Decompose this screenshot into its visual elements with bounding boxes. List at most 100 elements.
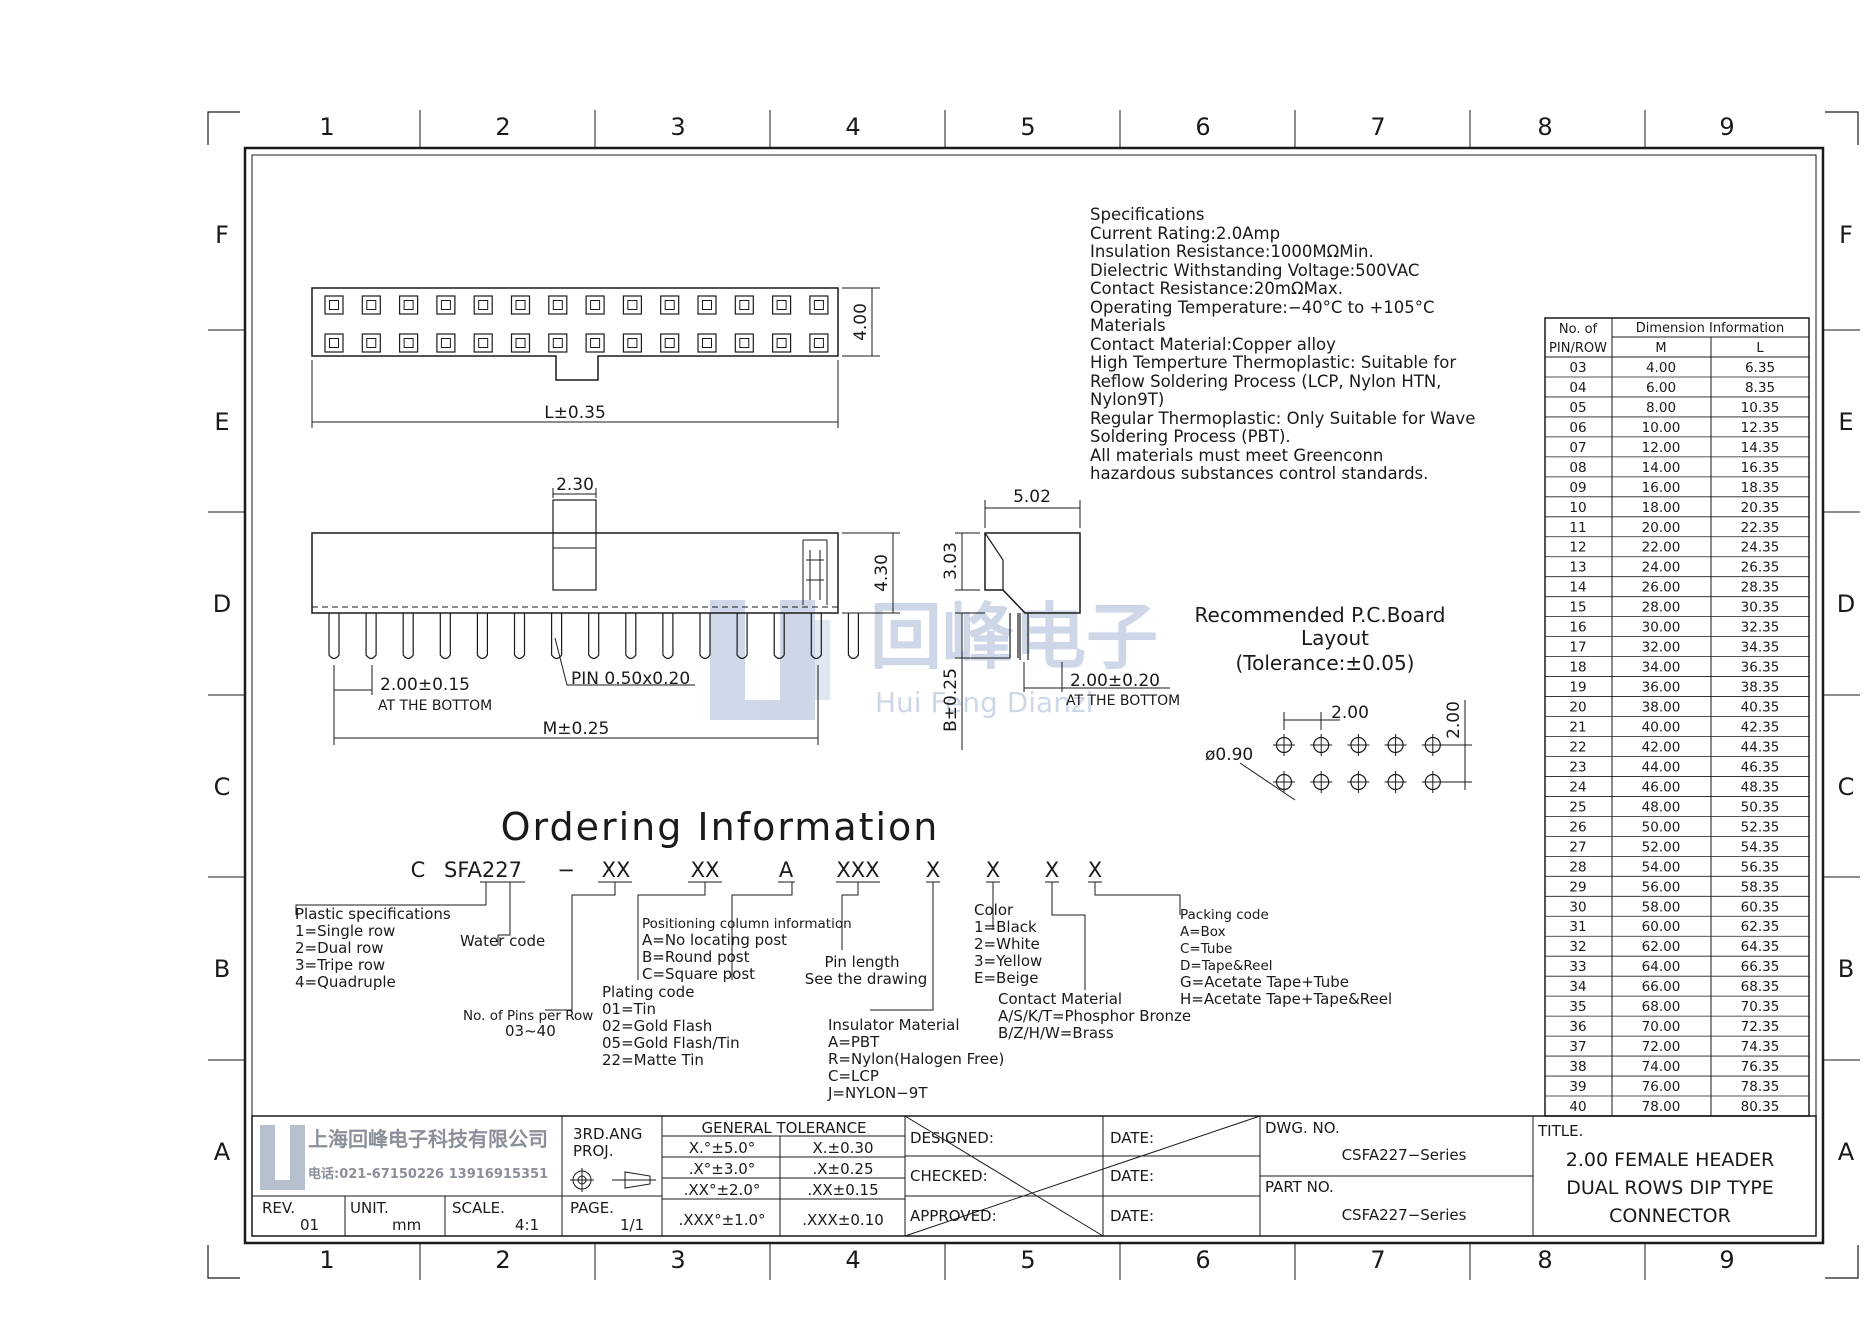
contact-square-icon bbox=[734, 295, 754, 315]
watermark: 回峰电子 Hui Feng Dianzi bbox=[710, 595, 1158, 720]
row-label: C bbox=[1838, 773, 1855, 801]
table-cell: 30.35 bbox=[1741, 600, 1780, 616]
table-cell: 18.35 bbox=[1741, 480, 1780, 496]
code-part: SFA227 bbox=[444, 858, 522, 882]
spec-line: Reflow Soldering Process (LCP, Nylon HTN… bbox=[1090, 372, 1441, 391]
table-cell: 29 bbox=[1569, 879, 1586, 895]
table-header-pins: No. of bbox=[1559, 322, 1598, 337]
table-cell: 30.00 bbox=[1642, 620, 1681, 636]
pin bbox=[736, 613, 748, 660]
row-label: E bbox=[1838, 408, 1853, 436]
watermark-en: Hui Feng Dianzi bbox=[875, 686, 1093, 719]
spec-line: Materials bbox=[1090, 316, 1166, 335]
table-cell: 70.35 bbox=[1741, 999, 1780, 1015]
dim-peg-width: 2.30 bbox=[556, 475, 594, 495]
table-cell: 36.00 bbox=[1642, 680, 1681, 696]
table-cell: 18 bbox=[1569, 660, 1586, 676]
table-cell: 36.35 bbox=[1741, 660, 1780, 676]
contact-array bbox=[324, 295, 829, 353]
table-cell: 21 bbox=[1569, 720, 1586, 736]
table-cell: 62.35 bbox=[1741, 919, 1780, 935]
pin bbox=[439, 613, 451, 660]
title-label: TITLE. bbox=[1537, 1122, 1583, 1140]
contact-square-icon bbox=[622, 295, 643, 315]
table-cell: 33 bbox=[1569, 959, 1586, 975]
row-label: B bbox=[214, 955, 230, 983]
table-cell: 42.35 bbox=[1741, 720, 1780, 736]
drawing-title: DUAL ROWS DIP TYPE bbox=[1566, 1177, 1774, 1199]
col-label: 9 bbox=[1719, 1246, 1734, 1274]
drawing-title: 2.00 FEMALE HEADER bbox=[1566, 1149, 1774, 1171]
tolerance-cell: .X±0.25 bbox=[812, 1160, 873, 1178]
col-label: 4 bbox=[845, 113, 860, 141]
table-cell: 48.00 bbox=[1642, 799, 1681, 815]
plastic-spec: Plastic specifications bbox=[295, 905, 451, 923]
table-cell: 28 bbox=[1569, 859, 1586, 875]
insulator-material: A=PBT bbox=[828, 1033, 880, 1051]
dim-body-height: 4.30 bbox=[872, 554, 892, 592]
dim-length: L±0.35 bbox=[544, 403, 606, 423]
row-label: F bbox=[1839, 221, 1853, 249]
spec-line: Operating Temperature:−40°C to +105°C bbox=[1090, 298, 1435, 317]
checked-label: CHECKED: bbox=[910, 1167, 988, 1185]
packing-code: A=Box bbox=[1180, 924, 1226, 940]
table-cell: 4.00 bbox=[1646, 360, 1676, 376]
pin bbox=[365, 613, 377, 660]
contact-material: B/Z/H/W=Brass bbox=[998, 1024, 1114, 1042]
color-code: 3=Yellow bbox=[974, 952, 1042, 970]
table-cell: 66.00 bbox=[1642, 979, 1681, 995]
table-cell: 60.00 bbox=[1642, 919, 1681, 935]
table-cell: 8.35 bbox=[1745, 380, 1775, 396]
tolerance-cell: .X°±3.0° bbox=[689, 1160, 755, 1178]
contact-square-icon bbox=[734, 333, 754, 353]
col-label: 8 bbox=[1537, 113, 1552, 141]
table-cell: 11 bbox=[1569, 520, 1586, 536]
tolerance-title: GENERAL TOLERANCE bbox=[701, 1119, 866, 1137]
dim-side-width: 5.02 bbox=[1013, 487, 1051, 507]
pcb-hole-icon bbox=[1310, 734, 1333, 756]
table-cell: 32.00 bbox=[1642, 640, 1681, 656]
table-cell: 64.00 bbox=[1642, 959, 1681, 975]
table-cell: 46.35 bbox=[1741, 759, 1780, 775]
table-cell: 32 bbox=[1569, 939, 1586, 955]
dimension-table: No. of PIN/ROW Dimension Information M L… bbox=[1544, 317, 1810, 1117]
table-cell: 27 bbox=[1569, 839, 1586, 855]
spec-line: Soldering Process (PBT). bbox=[1090, 427, 1291, 446]
table-cell: 37 bbox=[1569, 1039, 1586, 1055]
dim-side-pitch: 2.00±0.20 bbox=[1070, 671, 1160, 691]
color-code: Color bbox=[974, 901, 1014, 919]
rev-label: REV. bbox=[262, 1199, 295, 1217]
table-cell: 56.35 bbox=[1741, 859, 1780, 875]
dwg-no: CSFA227−Series bbox=[1342, 1146, 1467, 1164]
table-cell: 64.35 bbox=[1741, 939, 1780, 955]
table-cell: 58.00 bbox=[1642, 899, 1681, 915]
table-cell: 80.35 bbox=[1741, 1099, 1780, 1115]
table-cell: 74.00 bbox=[1642, 1059, 1681, 1075]
table-cell: 48.35 bbox=[1741, 779, 1780, 795]
spec-line: Specifications bbox=[1090, 205, 1205, 224]
table-cell: 50.00 bbox=[1642, 819, 1681, 835]
pcb-layout: Recommended P.C.Board Layout (Tolerance:… bbox=[1195, 603, 1472, 801]
pin bbox=[588, 613, 600, 660]
table-cell: 14.35 bbox=[1741, 440, 1780, 456]
pin-length: Pin length bbox=[825, 953, 900, 971]
spec-line: Nylon9T) bbox=[1090, 390, 1164, 409]
table-cell: 26.35 bbox=[1741, 560, 1780, 576]
col-label: 3 bbox=[670, 1246, 685, 1274]
row-label: B bbox=[1838, 955, 1854, 983]
table-cell: 54.00 bbox=[1642, 859, 1681, 875]
table-cell: 19 bbox=[1569, 680, 1586, 696]
plastic-spec: 2=Dual row bbox=[295, 939, 384, 957]
ordering-information: Ordering Information C SFA227 − XX XX A … bbox=[295, 805, 1392, 1102]
